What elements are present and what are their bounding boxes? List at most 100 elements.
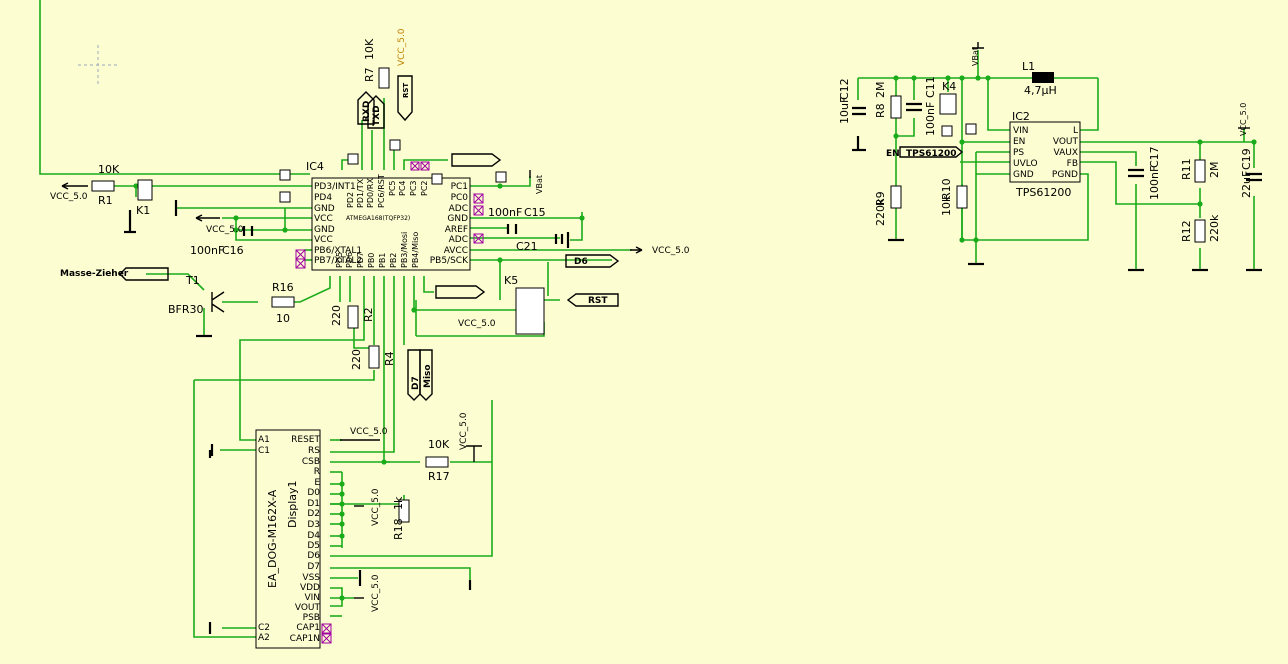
resistor-r2[interactable]: 220 R2 [330,305,375,329]
ic4-pin-r6: AVCC [444,246,468,256]
svg-text:Miso: Miso [423,364,433,388]
ic4-pin-r5: ADC [449,235,468,245]
svg-text:T1: T1 [185,274,200,287]
svg-text:220: 220 [330,305,343,326]
svg-text:A2: A2 [258,633,270,643]
svg-text:BFR30: BFR30 [168,303,204,316]
svg-text:CAP1: CAP1 [296,623,320,633]
capacitor-c16[interactable]: 100nF C16 [190,226,254,257]
svg-text:VIN: VIN [304,593,320,603]
svg-text:4,7µH: 4,7µH [1024,84,1057,97]
resistor-r17[interactable]: 10K R17 [425,438,450,483]
svg-text:VCC_5.0: VCC_5.0 [206,225,244,235]
display1[interactable]: A1 C1 C2 A2 RESET RS CSB R E D0 D1 D2 D3… [255,429,332,649]
resistor-r10[interactable]: R10 10k [940,178,968,216]
svg-text:2M: 2M [1208,162,1221,179]
ic4-pin-b5: PB2 [389,253,398,268]
jumper-k1[interactable]: K1 [136,179,153,217]
svg-text:VCC_5.0: VCC_5.0 [397,28,407,66]
ic4-pin-b4: PB1 [378,253,387,268]
svg-text:D1: D1 [307,499,320,509]
inductor-l1[interactable]: L1 4,7µH [1022,60,1057,97]
capacitor-c21[interactable]: C21 [516,234,564,253]
svg-text:A1: A1 [258,435,270,445]
net-tag-txd: TXD [367,95,385,129]
resistor-r11[interactable]: R11 2M [1180,158,1221,183]
svg-text:R17: R17 [428,470,450,483]
header-k5[interactable]: K5 [504,274,545,335]
capacitor-c19[interactable]: 22uF C19 [1240,148,1262,198]
svg-text:R2: R2 [362,307,375,322]
svg-text:CAP1N: CAP1N [290,634,320,644]
svg-text:RXD: RXD [362,101,372,122]
vbat-top: VBat [971,42,984,66]
svg-text:TPS61200: TPS61200 [906,149,957,159]
resistor-r18[interactable]: R18 1k [392,496,410,540]
ic2-regulator[interactable]: IC2 TPS61200 VIN EN PS UVLO GND L VOUT V… [1009,110,1081,199]
svg-text:L: L [1073,126,1078,136]
svg-text:R16: R16 [272,281,294,294]
ic4-pin-l3: VCC [314,214,333,224]
resistor-r16[interactable]: R16 10 [271,281,295,325]
display-vcc-reset: VCC_5.0 [340,427,388,441]
vcc-label-display-1: VCC_5.0 [354,488,381,526]
ic4-pin-r7: PB5/SCK [430,256,469,266]
svg-text:R1: R1 [98,194,113,207]
ic4-pin-t4: PC5 [388,181,397,197]
ic4-pin-r0: PC1 [451,182,468,192]
vcc-label-k5: VCC_5.0 [458,319,496,329]
ic4-pin-t0: PD2 [346,192,355,208]
transistor-t1[interactable]: T1 BFR30 [168,274,225,316]
jumper-k4[interactable]: K4 [939,80,957,115]
svg-text:VBat: VBat [971,47,980,66]
svg-text:R8: R8 [874,103,887,118]
vbat-label-mcu: VBat [529,170,544,194]
ic4-pin-b1: PD6 [345,252,354,268]
resistor-r4[interactable]: 220 R4 [350,345,396,370]
net-tag-rxd: RXD [357,91,375,125]
ic4-pin-t6: PC3 [409,181,418,197]
svg-text:10K: 10K [98,163,120,176]
svg-text:D7: D7 [411,376,421,390]
net-tag-pb-bottom [435,285,486,299]
net-tag-d7: D7 [407,349,421,401]
capacitor-c17[interactable]: 100nF C17 [1128,146,1161,200]
svg-text:FB: FB [1067,159,1078,169]
svg-text:D5: D5 [307,541,320,551]
svg-text:K5: K5 [504,274,518,287]
svg-text:VOUT: VOUT [1053,137,1079,147]
svg-text:100nF: 100nF [1148,166,1161,200]
svg-text:R12: R12 [1180,220,1193,242]
svg-text:10K: 10K [428,438,450,451]
resistor-r12[interactable]: R12 220k [1180,214,1221,243]
svg-text:R11: R11 [1180,158,1193,180]
ic4-pin-r2: ADC [449,204,468,214]
capacitor-c15[interactable]: 100nF C15 [488,206,546,234]
svg-text:D0: D0 [307,488,320,498]
vcc-arrow-left-2: VCC_5.0 [195,214,244,235]
resistor-r9[interactable]: R9 220k [874,185,902,226]
svg-text:C19: C19 [1240,148,1253,170]
svg-text:D7: D7 [307,562,320,572]
svg-text:VCC_5.0: VCC_5.0 [371,488,381,526]
ic4-ref: IC4 [306,160,324,173]
net-tag-miso: Miso [419,349,433,401]
svg-text:VSS: VSS [302,573,320,583]
resistor-r7[interactable]: R7 10K [363,38,390,89]
capacitor-c12[interactable]: 10uF C12 [838,78,866,124]
svg-text:C12: C12 [838,78,851,100]
svg-text:C21: C21 [516,240,538,253]
resistor-r1[interactable]: 10K R1 [91,163,120,207]
resistor-r8[interactable]: R8 2M [874,82,902,119]
ic4-pin-r1: PC0 [451,193,469,203]
svg-text:C15: C15 [524,206,546,219]
ic4-pin-l7: PB7/XTAL2 [314,256,362,266]
svg-text:D6: D6 [574,257,588,267]
ic4-mcu[interactable]: IC4 ATMEGA168(TQFP32) PD3/INT1 PD4 GND V… [295,160,484,271]
ic4-pin-b6: PB3/Mosi [400,232,409,268]
ic4-pin-b3: PB0 [367,253,376,268]
svg-text:10k: 10k [940,195,953,216]
capacitor-c11[interactable]: 100nF C11 [906,76,937,136]
